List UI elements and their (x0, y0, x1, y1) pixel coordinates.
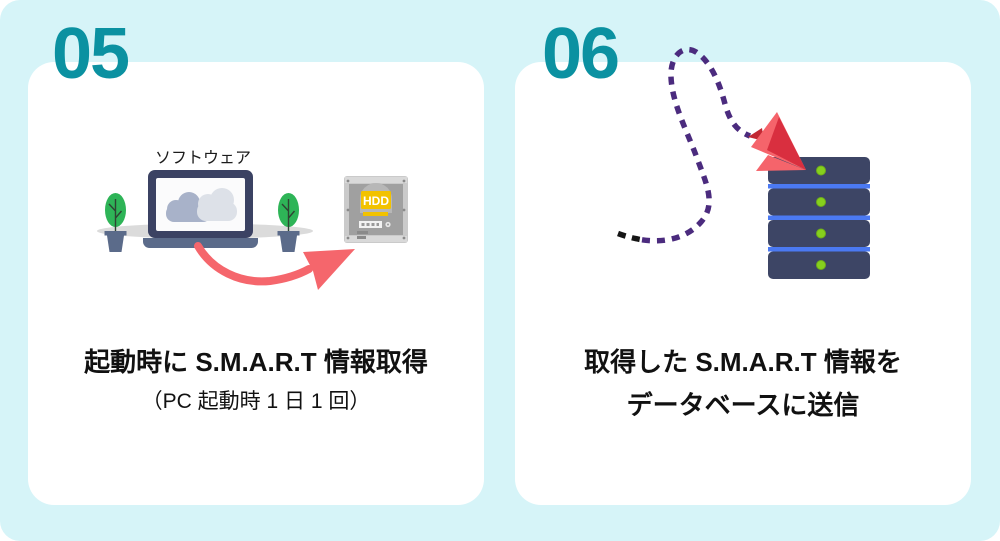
step-05-subtitle: （PC 起動時 1 日 1 回） (141, 390, 371, 413)
step-06-title: 取得した S.M.A.R.T 情報を (584, 347, 902, 377)
software-label: ソフトウェア (154, 150, 251, 167)
step-card-06: 取得した S.M.A.R.T 情報を データベースに送信 (515, 62, 971, 505)
step-06-subtitle: データベースに送信 (626, 390, 860, 420)
step-card-05: ソフトウェア 起動時に S.M.A.R.T 情報取得 （PC 起動時 1 日 1… (28, 62, 484, 505)
step-number-05: 05 (52, 14, 130, 94)
step-05-title: 起動時に S.M.A.R.T 情報取得 (84, 347, 428, 377)
step-number-06: 06 (542, 14, 620, 94)
